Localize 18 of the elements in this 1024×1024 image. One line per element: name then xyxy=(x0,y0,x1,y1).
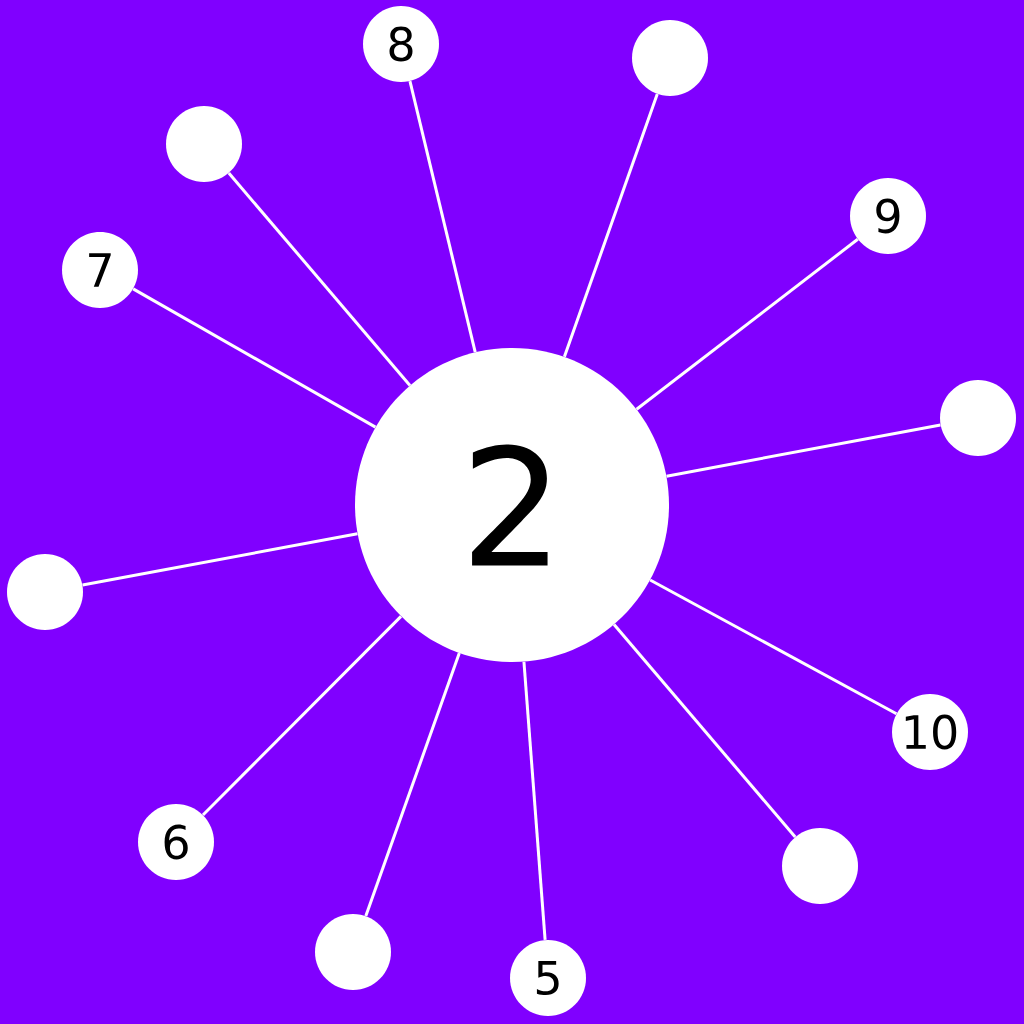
empty-circle xyxy=(782,828,858,904)
empty-circle xyxy=(940,380,1016,456)
connector-line xyxy=(649,578,898,716)
connector-line xyxy=(227,172,412,387)
connector-line xyxy=(666,423,941,478)
empty-circle xyxy=(7,554,83,630)
connector-line xyxy=(408,80,477,353)
connector-line xyxy=(522,661,547,941)
connector-line xyxy=(201,615,403,817)
connector-line xyxy=(132,287,377,429)
empty-circle xyxy=(315,914,391,990)
connector-line xyxy=(364,652,461,917)
empty-circle xyxy=(166,106,242,182)
empty-circle xyxy=(632,20,708,96)
connector-line xyxy=(82,532,358,587)
connector-line xyxy=(635,238,859,411)
connector-line xyxy=(563,93,659,358)
connector-line xyxy=(612,623,797,838)
